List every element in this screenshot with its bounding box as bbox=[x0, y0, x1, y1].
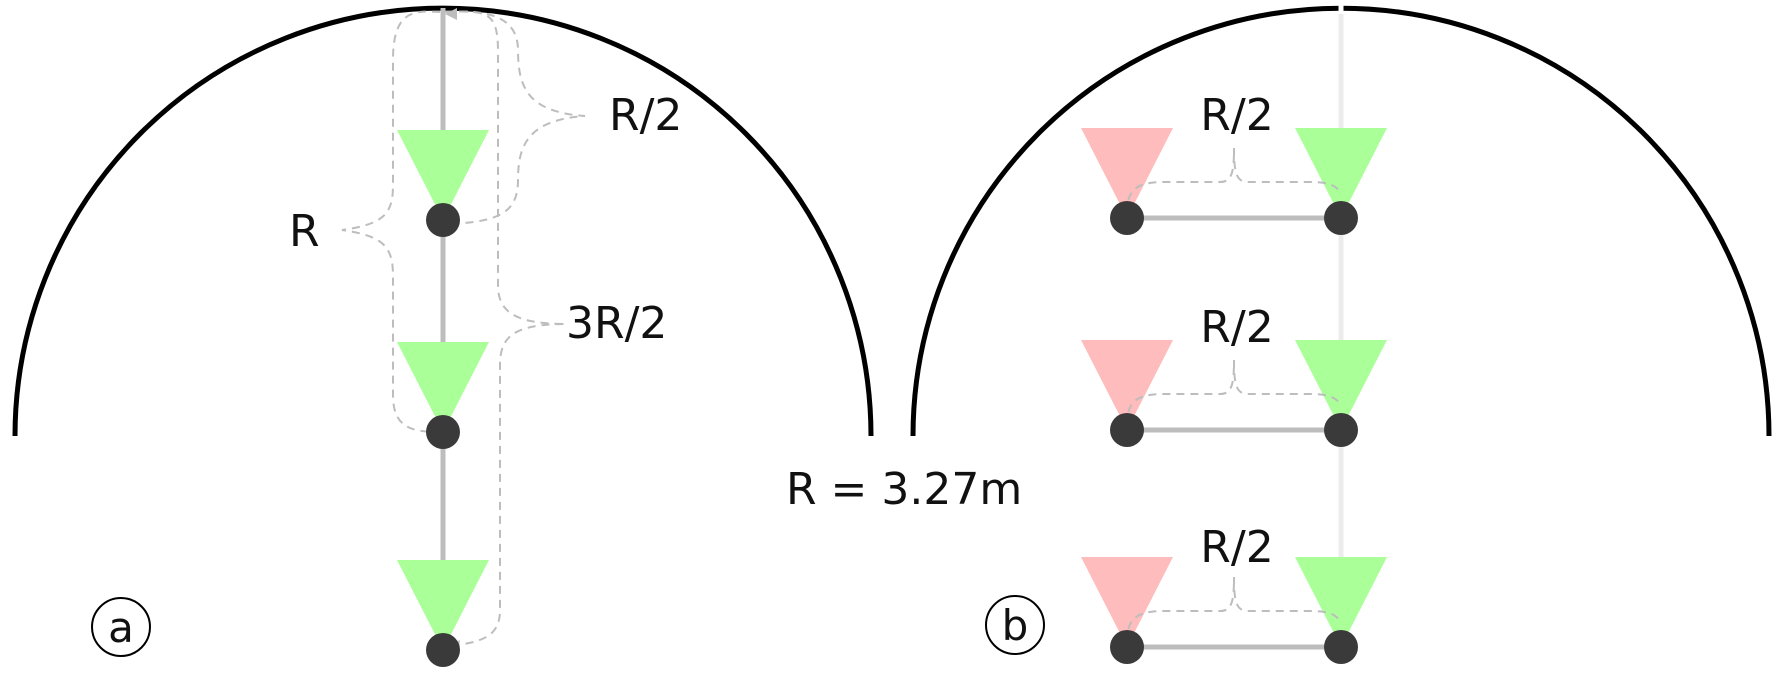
panel-b-tag-circle bbox=[985, 595, 1045, 655]
node bbox=[1110, 201, 1144, 235]
label-r: R bbox=[289, 206, 320, 257]
panel-a-tag-circle bbox=[91, 597, 151, 657]
label-r-half: R/2 bbox=[609, 90, 682, 141]
node bbox=[1324, 630, 1358, 664]
panel-a-triangles bbox=[397, 130, 489, 650]
green-triangle bbox=[397, 130, 489, 220]
panel-b-tag: b bbox=[1002, 601, 1029, 650]
spacing-brace bbox=[1126, 147, 1342, 215]
red-triangle bbox=[1081, 340, 1173, 430]
spacing-label: R/2 bbox=[1200, 90, 1273, 141]
panel-b-row: R/2 bbox=[1081, 302, 1387, 447]
panel-b-row: R/2 bbox=[1081, 90, 1387, 235]
node bbox=[1324, 201, 1358, 235]
node bbox=[426, 633, 460, 667]
node bbox=[426, 203, 460, 237]
node bbox=[1110, 413, 1144, 447]
brace-three-half-r bbox=[445, 10, 567, 647]
spacing-label: R/2 bbox=[1200, 302, 1273, 353]
brace-r-half bbox=[444, 10, 586, 225]
green-triangle bbox=[1295, 340, 1387, 430]
radius-value-label: R = 3.27m bbox=[786, 464, 1022, 515]
spacing-label: R/2 bbox=[1200, 522, 1273, 573]
node bbox=[1110, 630, 1144, 664]
green-triangle bbox=[397, 560, 489, 650]
red-triangle bbox=[1081, 128, 1173, 218]
label-three-half-r: 3R/2 bbox=[566, 298, 667, 349]
panel-a-nodes bbox=[426, 203, 460, 667]
green-triangle bbox=[1295, 128, 1387, 218]
green-triangle bbox=[397, 342, 489, 432]
node bbox=[1324, 413, 1358, 447]
panel-b: R/2 R/2 R/2 b bbox=[910, 0, 1772, 664]
panel-a: R/2 R 3R/2 a bbox=[12, 5, 874, 667]
panel-a-tag: a bbox=[108, 603, 134, 652]
panel-a-braces bbox=[341, 10, 586, 647]
green-triangle bbox=[1295, 557, 1387, 647]
red-triangle bbox=[1081, 557, 1173, 647]
node bbox=[426, 415, 460, 449]
panel-b-row: R/2 bbox=[1081, 522, 1387, 664]
spacing-brace bbox=[1126, 359, 1342, 427]
brace-r bbox=[341, 10, 441, 433]
spacing-brace bbox=[1126, 576, 1342, 644]
arrowhead-top bbox=[445, 8, 457, 20]
